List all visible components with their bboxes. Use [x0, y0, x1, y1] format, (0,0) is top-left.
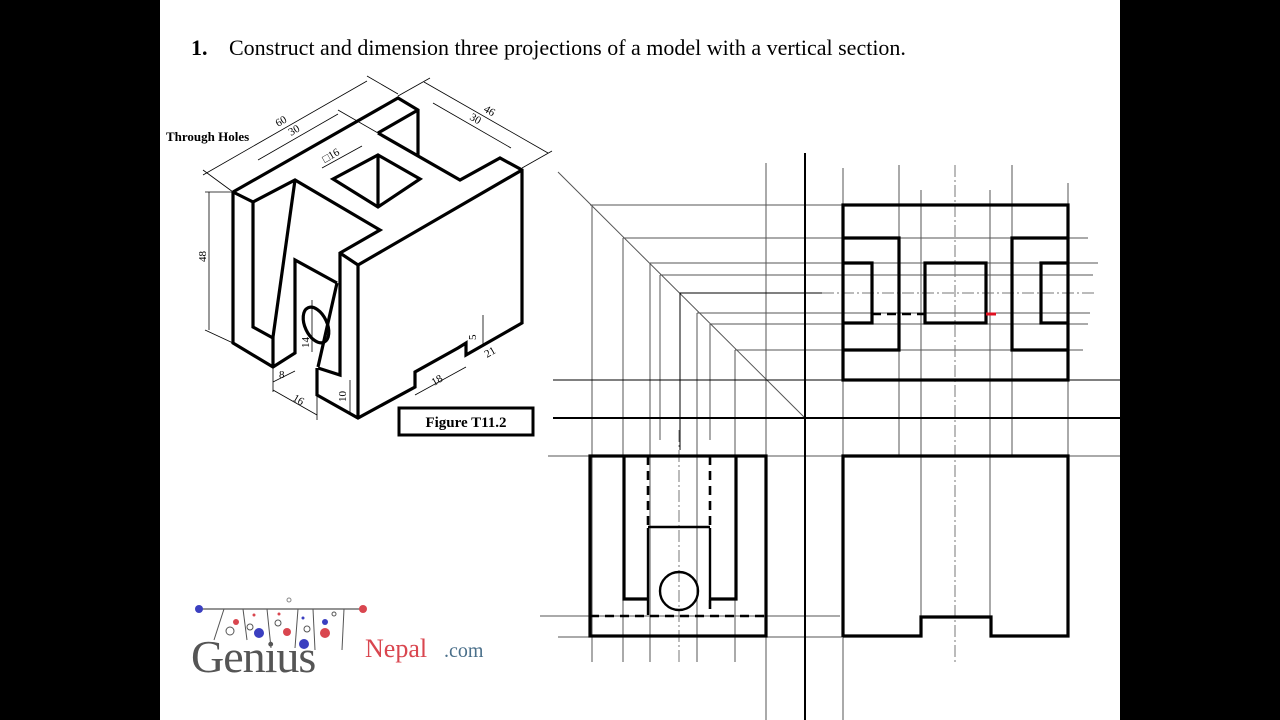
dim-48: 48	[197, 251, 209, 263]
dim-21: 21	[483, 345, 499, 361]
dim-46: 46	[482, 103, 498, 119]
isometric-model: Through Holes 60 30 46 30 □16 48 14 5 21…	[166, 75, 553, 437]
dimension-labels: 60 30 46 30 □16 48 14 5 21 18 8 16 10	[197, 103, 498, 408]
top-view	[841, 203, 1070, 382]
dim-5: 5	[467, 334, 479, 340]
question-text: Construct and dimension three projection…	[229, 35, 906, 60]
logo-genius: Genius	[191, 631, 315, 682]
question-number: 1.	[191, 35, 208, 60]
dimension-lines	[202, 75, 553, 420]
dim-10: 10	[337, 391, 349, 403]
genius-nepal-logo: Genius Nepal .com	[191, 597, 484, 682]
dim-square-16: □16	[321, 146, 343, 165]
dim-30-side: 30	[468, 111, 484, 127]
figure-label-box	[397, 406, 535, 437]
front-view	[588, 454, 768, 638]
logo-nepal: Nepal	[365, 634, 427, 663]
side-view	[841, 454, 1070, 638]
isometric-outline	[231, 96, 524, 420]
figure-label: Figure T11.2	[425, 415, 506, 431]
logo-com: .com	[444, 640, 484, 662]
dim-16: 16	[291, 392, 307, 408]
dim-8: 8	[279, 369, 285, 381]
dim-14: 14	[300, 337, 312, 349]
through-holes-label: Through Holes	[166, 129, 249, 144]
